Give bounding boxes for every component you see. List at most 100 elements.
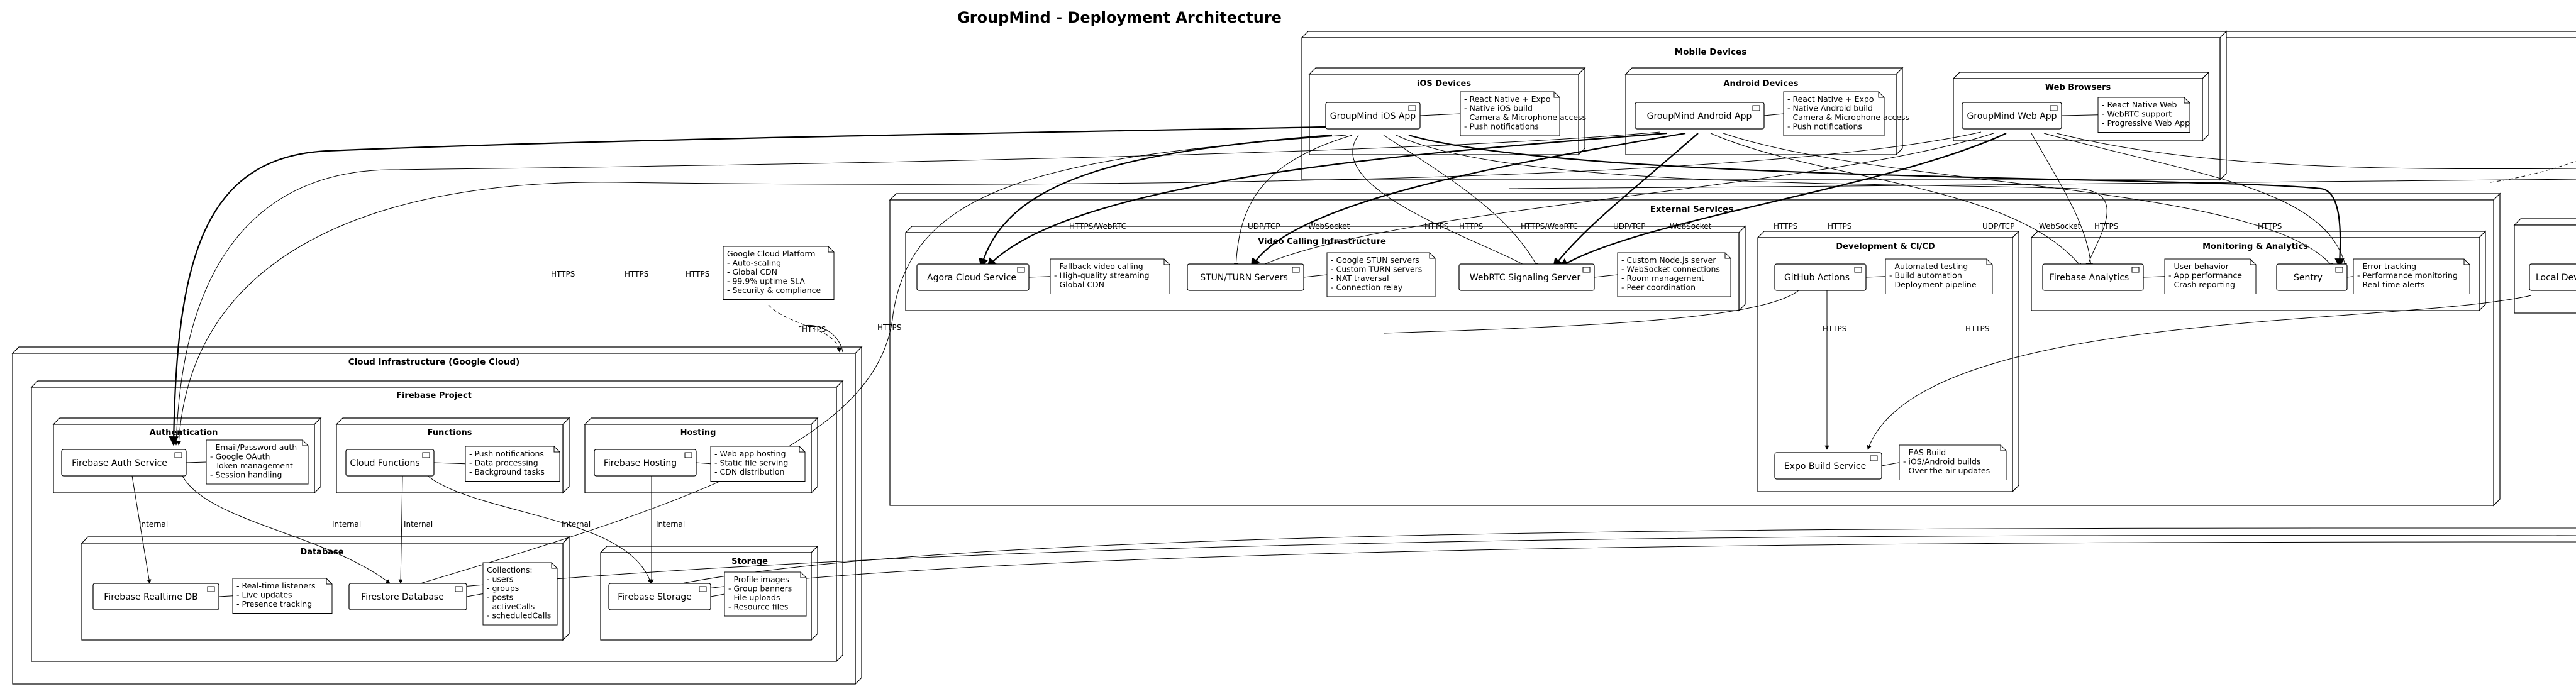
- component-realtime-db[interactable]: Firebase Realtime DB: [92, 583, 219, 610]
- edge-ios-websocket: [1352, 135, 1529, 268]
- monitoring-label: Monitoring & Analytics: [2202, 242, 2308, 251]
- note-shape: [1050, 258, 1170, 294]
- edge-label-udp-1: UDP/TCP: [1248, 222, 1280, 231]
- component-web-app[interactable]: GroupMind Web App: [1962, 102, 2062, 130]
- note-line: - Security & compliance: [727, 285, 821, 295]
- edge-label-websocket-3: WebSocket: [2039, 222, 2081, 231]
- ios-devices-label: iOS Devices: [1417, 79, 1471, 89]
- edge-auth-realtime: [131, 475, 152, 584]
- edge-dash-right: [2490, 160, 2576, 183]
- edge-label-internal-3: Internal: [404, 520, 433, 529]
- mobile-devices-label: Mobile Devices: [1675, 47, 1746, 57]
- note-line: - activeCalls: [487, 602, 535, 611]
- edge-label-websocket-1: WebSocket: [1308, 222, 1350, 231]
- note-line: - Deployment pipeline: [1889, 280, 1977, 289]
- edge-web-analytics: [2031, 133, 2094, 268]
- note-line: - Resource files: [728, 602, 788, 612]
- component-fb-storage[interactable]: Firebase Storage: [608, 583, 711, 610]
- note-line: - App performance: [2168, 271, 2242, 280]
- note-shape: [2097, 97, 2190, 133]
- note-connector: [186, 461, 207, 463]
- note-connector: [710, 593, 725, 597]
- video-calling-label: Video Calling Infrastructure: [1258, 237, 1386, 246]
- note-line: - Global CDN: [1054, 280, 1104, 289]
- note-sentry: - Error tracking- Performance monitoring…: [2346, 258, 2470, 294]
- edge-label-https-13: HTTPS: [1965, 324, 1989, 333]
- note-shape: [1783, 91, 1885, 136]
- edge-right-storage-2: [666, 541, 2576, 595]
- note-connector: [433, 462, 466, 465]
- note-functions: - Push notifications- Data processing- B…: [433, 446, 560, 482]
- note-shape: [1460, 91, 1560, 136]
- edge-android-agora: [986, 132, 1667, 268]
- authentication-label: Authentication: [150, 428, 218, 438]
- edge-label-https-webrtc-2: HTTPS/WebRTC: [1521, 222, 1578, 231]
- auth-service-label: Firebase Auth Service: [72, 458, 167, 468]
- note-agora: - Fallback video calling- High-quality s…: [1028, 258, 1170, 294]
- edge-label-internal-2: Internal: [332, 520, 361, 529]
- edges: HTTPS HTTPS HTTPS HTTPS HTTPS/WebRTC UDP…: [131, 126, 2576, 595]
- note-shape: [1326, 252, 1436, 297]
- note-line: - Custom TURN servers: [1331, 265, 1422, 274]
- note-connector: [1303, 274, 1328, 278]
- stun-label: STUN/TURN Servers: [1200, 273, 1288, 283]
- edge-ios-firestore: [405, 135, 1346, 589]
- edge-label-udp-3: UDP/TCP: [1982, 222, 2015, 231]
- component-cloud-functions[interactable]: Cloud Functions: [345, 449, 435, 477]
- note-connector: [1419, 113, 1461, 116]
- component-fb-analytics[interactable]: Firebase Analytics: [2042, 263, 2144, 291]
- note-line: - Native Android build: [1787, 104, 1873, 113]
- edge-label-https-8: HTTPS: [1828, 222, 1852, 231]
- database-label: Database: [300, 548, 343, 557]
- storage-label: Storage: [731, 557, 768, 566]
- notes: - React Native + Expo- Native iOS build-…: [186, 91, 2470, 626]
- component-android-app[interactable]: GroupMind Android App: [1635, 102, 1765, 130]
- note-line: - Build automation: [1889, 271, 1962, 280]
- note-line: - Over-the-air updates: [1903, 466, 1990, 475]
- note-line: - Progressive Web App: [2102, 118, 2190, 128]
- edge-label-https-6: HTTPS: [1459, 222, 1483, 231]
- note-line: - Performance monitoring: [2357, 271, 2458, 280]
- edge-label-websocket-2: WebSocket: [1670, 222, 1712, 231]
- note-shape: [710, 446, 806, 482]
- note-line: - File uploads: [728, 593, 780, 602]
- agora-label: Agora Cloud Service: [927, 273, 1016, 283]
- local-dev-label: Local Dev: [2536, 273, 2576, 283]
- component-sentry[interactable]: Sentry: [2276, 263, 2348, 291]
- component-ios-app[interactable]: GroupMind iOS App: [1325, 102, 1421, 130]
- component-stun[interactable]: STUN/TURN Servers: [1187, 263, 1304, 291]
- note-line: - User behavior: [2168, 262, 2229, 271]
- note-shape: [232, 578, 333, 614]
- component-github[interactable]: GitHub Actions: [1774, 263, 1867, 291]
- dev-ci-label: Development & CI/CD: [1836, 242, 1935, 251]
- note-line: - React Native Web: [2102, 100, 2177, 109]
- component-expo[interactable]: Expo Build Service: [1774, 452, 1882, 480]
- note-auth: - Email/Password auth- Google OAuth- Tok…: [186, 439, 309, 485]
- edge-label-https-2: HTTPS: [625, 270, 648, 278]
- edge-ios-agora: [979, 134, 1333, 268]
- note-line: - EAS Build: [1903, 448, 1946, 457]
- note-line: - Native iOS build: [1464, 104, 1533, 113]
- component-auth-service[interactable]: Firebase Auth Service: [61, 449, 187, 477]
- note-line: - iOS/Android builds: [1903, 457, 1981, 466]
- note-line: - Camera & Microphone access: [1787, 113, 1909, 122]
- diagram-title: GroupMind - Deployment Architecture: [957, 9, 1282, 26]
- edge-web-sentry: [2043, 133, 2347, 268]
- note-connector: [1763, 113, 1784, 116]
- cloud-infra-label: Cloud Infrastructure (Google Cloud): [348, 357, 520, 367]
- component-firestore[interactable]: Firestore Database: [348, 583, 467, 610]
- edge-functions-storage: [427, 475, 652, 584]
- edge-label-internal-1: Internal: [139, 520, 168, 529]
- note-line: Google Cloud Platform: [727, 249, 815, 258]
- edge-android-analytics: [1710, 133, 2082, 268]
- component-webrtc[interactable]: WebRTC Signaling Server: [1458, 263, 1595, 291]
- component-agora[interactable]: Agora Cloud Service: [916, 263, 1030, 291]
- web-app-label: GroupMind Web App: [1967, 111, 2057, 121]
- component-local-dev[interactable]: Local Dev: [2529, 263, 2576, 291]
- edge-ios-auth: [169, 126, 1326, 446]
- component-fb-hosting[interactable]: Firebase Hosting: [594, 449, 697, 477]
- android-app-label: GroupMind Android App: [1647, 111, 1752, 121]
- edge-local-expo: [1867, 295, 2532, 450]
- edge-ios-stun: [1233, 135, 1353, 268]
- note-android: - React Native + Expo- Native Android bu…: [1763, 91, 1909, 136]
